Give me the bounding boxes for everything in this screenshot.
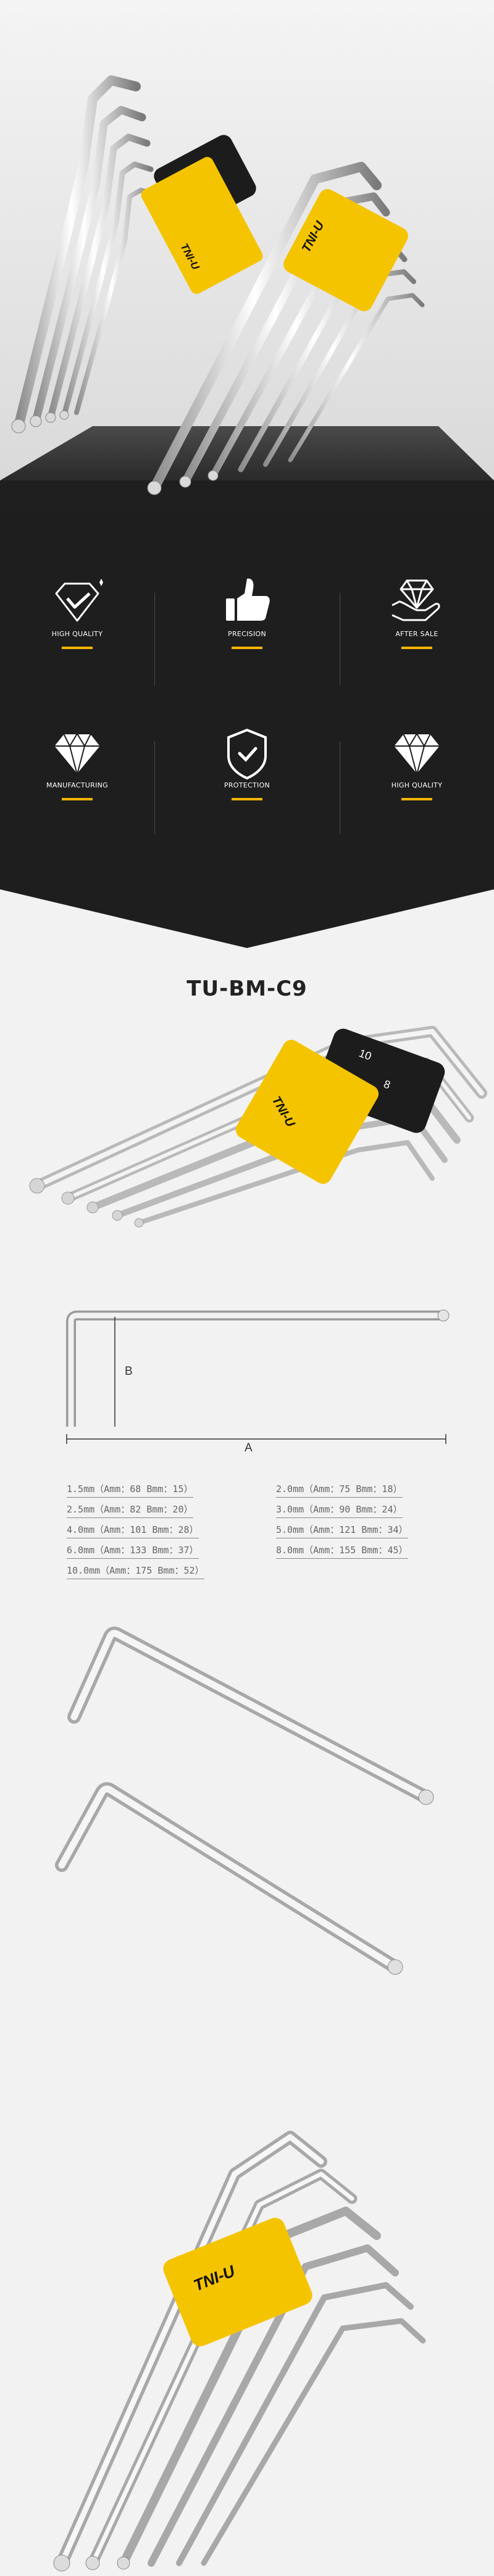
feature-precision: PRECISION — [170, 574, 324, 649]
feature-label: HIGH QUALITY — [51, 630, 103, 638]
diamond-icon — [392, 732, 442, 777]
feature-after-sale: AFTER SALE — [340, 574, 494, 649]
feature-label: MANUFACTURING — [46, 781, 108, 789]
hero-image: TNI-U TNI-U — [0, 0, 494, 513]
feature-label: PROTECTION — [224, 781, 270, 789]
feature-label: PRECISION — [228, 630, 266, 638]
product-photo-section: TNI-U 10 8 — [0, 1019, 494, 1248]
thumbs-up-icon — [226, 578, 270, 621]
key-detail-image — [55, 1626, 434, 1975]
spec-item: 2.0mm（Amm：75 Bmm：18） — [276, 1482, 403, 1498]
dimension-diagram: B A — [0, 1303, 494, 1464]
product-model-title: TU-BM-C9 — [186, 976, 308, 1001]
accent-bar — [401, 798, 432, 800]
diamond-hand-icon — [391, 579, 440, 621]
feature-label: HIGH QUALITY — [391, 781, 443, 789]
feature-high-quality: HIGH QUALITY — [0, 574, 154, 649]
spec-item: 6.0mm（Amm：133 Bmm：37） — [67, 1543, 199, 1559]
hero-section: TNI-U TNI-U — [0, 0, 494, 513]
bottom-product-photo: TNI-U — [53, 2131, 426, 2572]
key-detail-section — [0, 1618, 494, 2075]
hex-key-set-right: TNI-U — [147, 162, 425, 495]
feature-manufacturing: MANUFACTURING — [0, 726, 154, 800]
spec-item: 4.0mm（Amm：101 Bmm：28） — [67, 1523, 199, 1538]
accent-bar — [401, 647, 432, 649]
accent-bar — [232, 647, 262, 649]
features-section: HIGH QUALITY PRECISION AFTER SALE — [0, 513, 494, 963]
product-photo: TNI-U 10 8 — [29, 1026, 487, 1228]
spec-item: 3.0mm（Amm：90 Bmm：24） — [276, 1503, 403, 1518]
divider — [154, 741, 155, 834]
spec-item: 1.5mm（Amm：68 Bmm：15） — [67, 1482, 193, 1498]
diamond-check-icon — [55, 579, 103, 622]
spec-item: 8.0mm（Amm：155 Bmm：45） — [276, 1543, 408, 1559]
spec-item: 2.5mm（Amm：82 Bmm：20） — [67, 1503, 193, 1518]
diamond-icon — [52, 732, 102, 777]
feature-high-quality-2: HIGH QUALITY — [340, 726, 494, 800]
bottom-photo-section: TNI-U — [0, 2087, 494, 2576]
spec-item: 10.0mm（Amm：175 Bmm：52） — [67, 1564, 204, 1579]
feature-protection: PROTECTION — [170, 726, 324, 800]
accent-bar — [62, 798, 93, 800]
hex-key-diagram — [66, 1309, 450, 1444]
accent-bar — [232, 798, 262, 800]
spec-item: 5.0mm（Amm：121 Bmm：34） — [276, 1523, 408, 1538]
accent-bar — [62, 647, 93, 649]
hex-key-set-left: TNI-U — [11, 75, 263, 434]
feature-label: AFTER SALE — [395, 630, 438, 638]
divider — [154, 593, 155, 686]
shield-check-icon — [227, 728, 267, 780]
dimension-label-b: B — [125, 1365, 133, 1378]
dimension-label-a: A — [245, 1441, 253, 1454]
